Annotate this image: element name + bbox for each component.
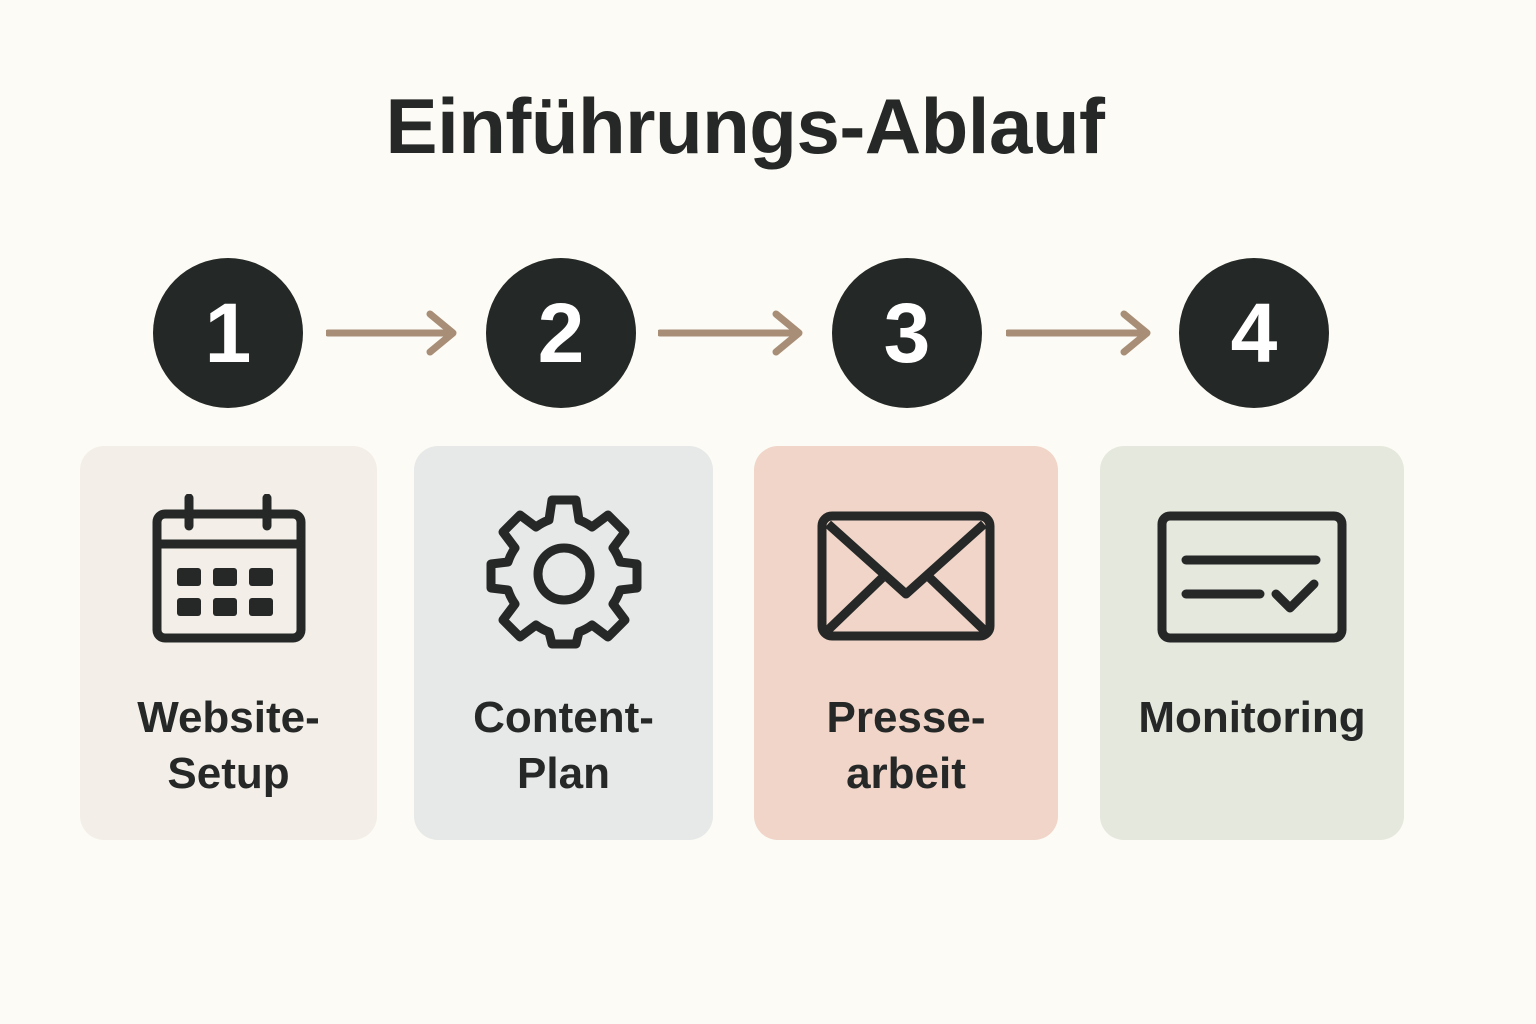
arrow-3-to-4 xyxy=(1006,310,1151,356)
step-1-card: Website- Setup xyxy=(80,446,377,840)
step-4-label: Monitoring xyxy=(1138,693,1366,742)
diagram-title: Einführungs-Ablauf xyxy=(385,82,1105,170)
gear-icon xyxy=(486,495,641,649)
step-2-card: Content- Plan xyxy=(414,446,713,840)
step-1-label: Website- Setup xyxy=(137,693,320,798)
step-4-card: Monitoring xyxy=(1100,446,1404,840)
step-3-number: 3 xyxy=(832,258,982,408)
step-3-card: Presse- arbeit xyxy=(754,446,1058,840)
checklist-card-icon xyxy=(1157,511,1347,643)
step-2-number: 2 xyxy=(486,258,636,408)
arrow-1-to-2 xyxy=(326,310,457,356)
envelope-icon xyxy=(817,511,995,641)
step-2-label: Content- Plan xyxy=(473,693,654,798)
step-1-number: 1 xyxy=(153,258,303,408)
arrow-2-to-3 xyxy=(658,310,803,356)
step-3-label: Presse- arbeit xyxy=(826,693,986,798)
step-4-number: 4 xyxy=(1179,258,1329,408)
calendar-icon xyxy=(152,494,305,643)
